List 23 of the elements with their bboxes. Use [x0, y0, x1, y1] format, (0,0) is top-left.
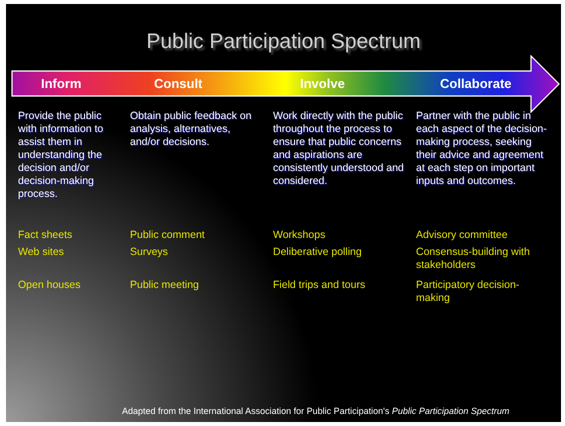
- description-text: Work directly with the public throughout the process to ensure that public concerns and aspirations are consistently understood and considered.: [273, 110, 405, 188]
- method-text: Participatory decision-making: [416, 279, 520, 305]
- method-text: Field trips and tours: [273, 279, 366, 292]
- method-text: Open houses: [18, 279, 82, 292]
- method-text: Consensus-building with stakeholders: [416, 246, 531, 272]
- stage-label: Collaborate: [440, 76, 512, 92]
- method-text: Public comment: [130, 229, 206, 242]
- description-text: Partner with the public in each aspect of the decision-making process, seeking their advice and agreement at each step on important inputs and outcomes.: [416, 110, 548, 188]
- method-text: Public meeting: [130, 279, 200, 292]
- stage-label: Involve: [300, 76, 345, 92]
- method-text: Surveys: [130, 246, 169, 259]
- description-text: Provide the public with information to assist them in understanding the decision and/or decision-making process.: [18, 110, 104, 201]
- method-text: Advisory committee: [416, 229, 509, 242]
- method-text: Fact sheets: [18, 229, 74, 242]
- spectrum-arrow: [11, 55, 560, 113]
- slide-title: Public Participation Spectrum: [145, 30, 422, 54]
- description-text: Obtain public feedback on analysis, alternatives, and/or decisions.: [130, 110, 252, 149]
- caption-text: Adapted from the International Association for Public Participation's Public Participation Spectrum: [122, 406, 510, 416]
- method-text: Web sites: [18, 246, 65, 259]
- method-text: Workshops: [273, 229, 326, 242]
- method-text: Deliberative polling: [273, 246, 363, 259]
- stage-label: Inform: [41, 76, 82, 92]
- stage-label: Consult: [154, 76, 202, 92]
